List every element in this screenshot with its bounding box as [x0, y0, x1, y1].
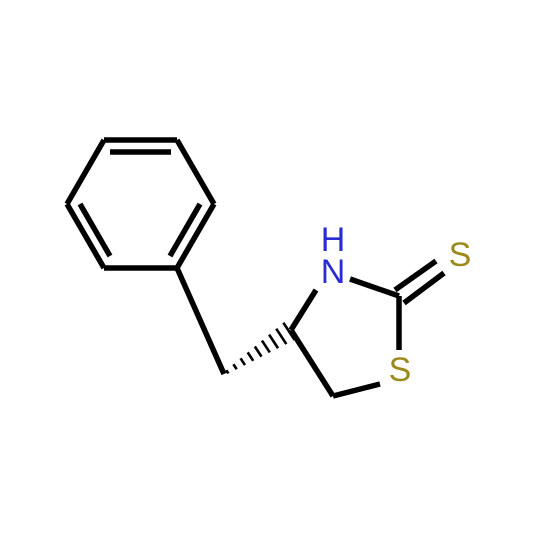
benzene-bond	[64, 138, 107, 206]
benzene-bond	[64, 202, 107, 270]
benzene-ring	[64, 137, 217, 271]
thione-double-bond	[393, 258, 446, 306]
hash-stroke	[225, 369, 230, 375]
thione-s-label: S	[449, 236, 472, 274]
benzyl-bond	[174, 266, 227, 376]
benzene-bond	[174, 202, 217, 270]
ring-bond-n-c2	[349, 276, 400, 299]
thiazolidine-ring	[288, 276, 402, 399]
hash-stroke	[260, 339, 271, 354]
thione-bond	[393, 258, 438, 293]
ring-bond-c5-c4	[288, 328, 336, 398]
hash-stroke	[268, 333, 280, 349]
hashed-wedge-bond	[225, 322, 296, 375]
ring-s-label: S	[389, 351, 412, 389]
ring-bond-c4-n	[288, 288, 319, 332]
hash-stroke	[246, 351, 255, 362]
nh-n-label: N	[321, 253, 346, 291]
hash-stroke	[275, 327, 288, 345]
ring-bond-s-c5	[332, 381, 381, 399]
benzene-bond	[174, 138, 217, 206]
hash-stroke	[232, 363, 238, 370]
thione-bond	[402, 270, 446, 306]
hash-stroke	[239, 357, 247, 366]
hash-stroke	[253, 345, 263, 358]
nh-h-label: H	[321, 221, 346, 259]
benzene-inner-bond	[167, 202, 203, 258]
benzene-inner-bond	[77, 202, 113, 258]
